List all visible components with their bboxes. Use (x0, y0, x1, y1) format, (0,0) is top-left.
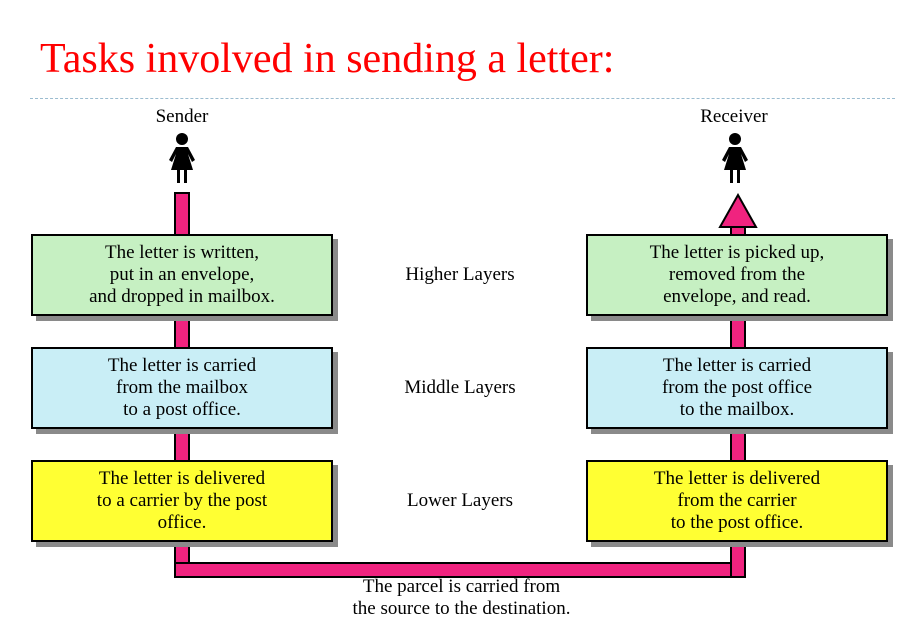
page-title: Tasks involved in sending a letter: (40, 36, 615, 82)
sender-middle-layer-text: The letter is carried from the mailbox t… (107, 355, 257, 420)
receiver-middle-layer-text: The letter is carried from the post offi… (661, 355, 813, 420)
middle-layers-label: Middle Layers (404, 377, 516, 398)
receiver-lower-layer-text: The letter is delivered from the carrier… (653, 468, 821, 533)
receiver-lower-layer-box: The letter is delivered from the carrier… (586, 460, 888, 542)
receiver-label: Receiver (700, 106, 768, 127)
receiver-higher-layer-text: The letter is picked up, removed from th… (649, 242, 825, 307)
higher-layers-label: Higher Layers (405, 264, 515, 285)
parcel-caption: The parcel is carried from the source to… (352, 576, 571, 619)
sender-middle-layer-box: The letter is carried from the mailbox t… (31, 347, 333, 429)
up-arrow-icon (718, 193, 758, 228)
receiver-higher-layer-box: The letter is picked up, removed from th… (586, 234, 888, 316)
receiver-middle-layer-box: The letter is carried from the post offi… (586, 347, 888, 429)
sender-higher-layer-text: The letter is written, put in an envelop… (89, 242, 275, 307)
title-divider (30, 98, 895, 99)
lower-layers-label: Lower Layers (406, 490, 514, 511)
sender-higher-layer-box: The letter is written, put in an envelop… (31, 234, 333, 316)
woman-figure-icon (722, 133, 748, 183)
woman-figure-icon (169, 133, 195, 183)
sender-lower-layer-text: The letter is delivered to a carrier by … (96, 468, 268, 533)
sender-lower-layer-box: The letter is delivered to a carrier by … (31, 460, 333, 542)
sender-label: Sender (155, 106, 209, 127)
